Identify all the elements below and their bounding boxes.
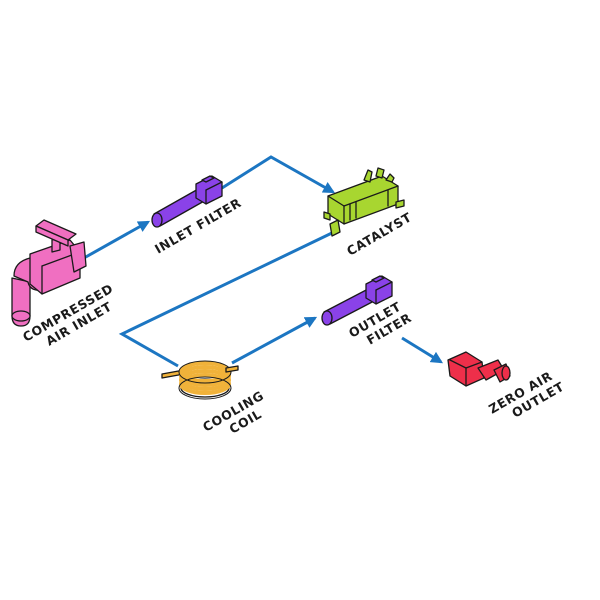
flow-catalyst-to-cooling-coil — [118, 230, 335, 368]
flow-outlet-filter-to-zero-air-outlet — [401, 336, 444, 364]
flow-lines — [83, 155, 444, 368]
compressed-air-inlet-valve-icon — [11, 219, 87, 327]
zero-air-outlet-fitting-icon — [447, 351, 511, 387]
inlet-filter-icon — [151, 175, 223, 228]
flow-cooling-coil-to-outlet-filter — [231, 316, 318, 365]
cooling-coil-icon — [161, 360, 239, 400]
catalyst-icon — [323, 167, 405, 237]
flow-inlet-to-inlet-filter — [83, 220, 151, 260]
flow-inlet-filter-to-catalyst — [221, 155, 336, 194]
label-compressed-air-inlet: COMPRESSED AIR INLET — [20, 281, 116, 349]
outlet-filter-icon — [321, 275, 393, 326]
